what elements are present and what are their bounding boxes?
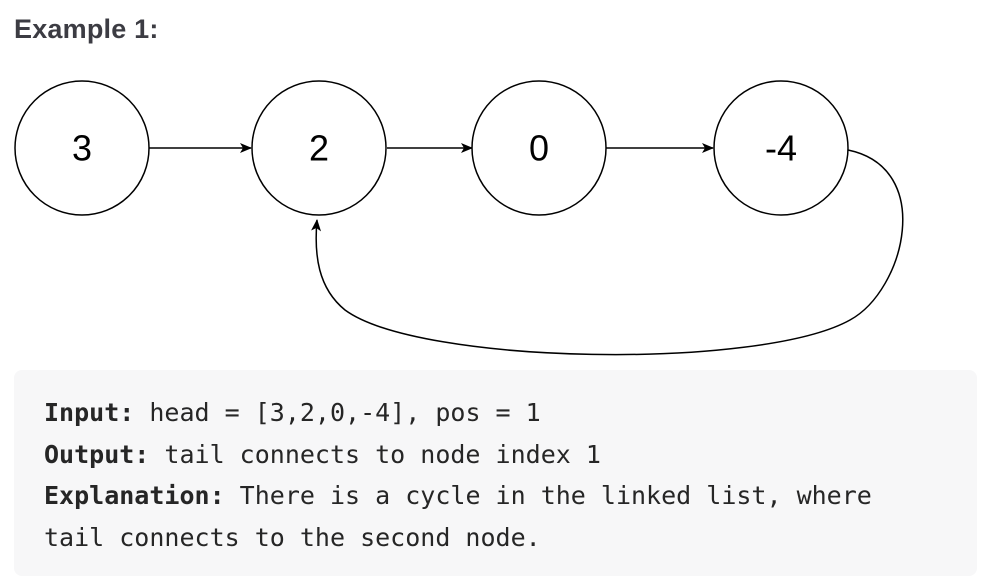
node-1-label: 2 [309,128,329,169]
edge-cycle-node3-to-node1 [311,149,904,356]
node-2: 0 [471,80,607,216]
explanation-continued-line: tail connects to the second node. [44,522,541,552]
example-code-block: Input: head = [3,2,0,-4], pos = 1 Output… [14,370,977,576]
input-value: head = [3,2,0,-4], pos = 1 [134,398,541,427]
linked-list-diagram: 3 2 0 -4 [14,80,904,356]
explanation-line: Explanation: There is a cycle in the lin… [44,475,947,517]
node-2-label: 0 [529,128,549,169]
node-3: -4 [713,80,849,216]
explanation-label: Explanation: [44,481,225,510]
node-1: 2 [251,80,387,216]
input-line: Input: head = [3,2,0,-4], pos = 1 [44,392,947,434]
node-0: 3 [14,80,150,216]
output-line: Output: tail connects to node index 1 [44,434,947,476]
node-0-label: 3 [72,128,92,169]
input-label: Input: [44,398,135,427]
output-label: Output: [44,439,150,469]
output-value: tail connects to node index 1 [149,439,601,469]
example-heading: Example 1: [14,14,159,44]
node-3-label: -4 [765,128,797,169]
explanation-value: There is a cycle in the linked list, whe… [224,481,872,510]
